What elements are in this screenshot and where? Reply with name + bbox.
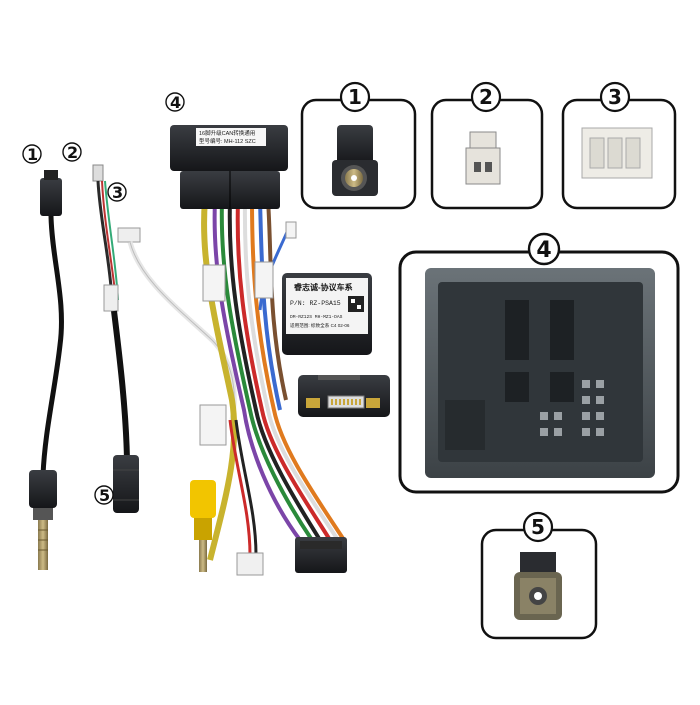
camera-plug-5 [113,455,139,513]
panel-number-3: 3 [608,85,622,109]
panel-number-5: 5 [531,515,545,539]
panel-badge-3 [599,81,631,113]
wire-tag [202,264,226,302]
module-title: 睿志诚-协议车系 [294,282,353,292]
callout-2: 2 [67,143,78,162]
panel-badge-5 [522,511,554,543]
white-signal-cable [117,227,237,421]
callout-3: 3 [112,183,123,202]
callout-4: 4 [170,93,181,112]
callout-5: 5 [99,486,110,505]
cable-tag [103,284,119,312]
housing-label-line2: 型号编号: MH-112 SZC [199,137,256,145]
panel-number-1: 1 [348,85,362,109]
panel-number-2: 2 [479,85,493,109]
panel-badge-2 [470,81,502,113]
fakra-plug-1 [40,178,62,216]
canbus-decoder-top: 睿志诚-协议车系 P/N: RZ-PSA15 DM-RZ12S MH-MZ1-D… [282,273,372,355]
camera-adapter-cable [92,164,139,513]
white-plug-3 [117,227,141,243]
module-part-number: P/N: RZ-PSA15 [290,300,341,307]
qr-code [348,296,364,312]
detail-panel-2 [430,98,544,210]
antenna-adapter-cable [29,170,64,570]
small-white-plug-2 [92,164,104,182]
housing-label [196,128,266,146]
module-line2: 适用范围: 标致全系 C4 02-06 [290,322,350,329]
decoder-socket [327,395,365,409]
panel-number-4: 4 [536,238,551,263]
white-multipin-plug [236,552,264,576]
din-antenna-plug [29,470,57,508]
module-line1: DM-RZ12S MH-MZ1-DAS [290,314,343,320]
main-wiring-harness: 16脚升级CAN转换通用 型号编号: MH-112 SZC [170,125,347,576]
wire-tag [254,261,274,299]
wire-tag [199,404,227,446]
detail-panel-1 [300,98,417,210]
canbus-decoder-side [298,375,390,417]
housing-label-line1: 16脚升级CAN转换通用 [199,129,255,137]
panel-badge-4 [527,232,561,266]
detail-panel-4 [398,250,680,494]
panel-badge-1 [339,81,371,113]
detail-panel-3 [561,98,677,210]
callout-1: 1 [27,145,38,164]
rca-yellow-plug [190,480,216,518]
detail-panel-5 [480,528,598,640]
